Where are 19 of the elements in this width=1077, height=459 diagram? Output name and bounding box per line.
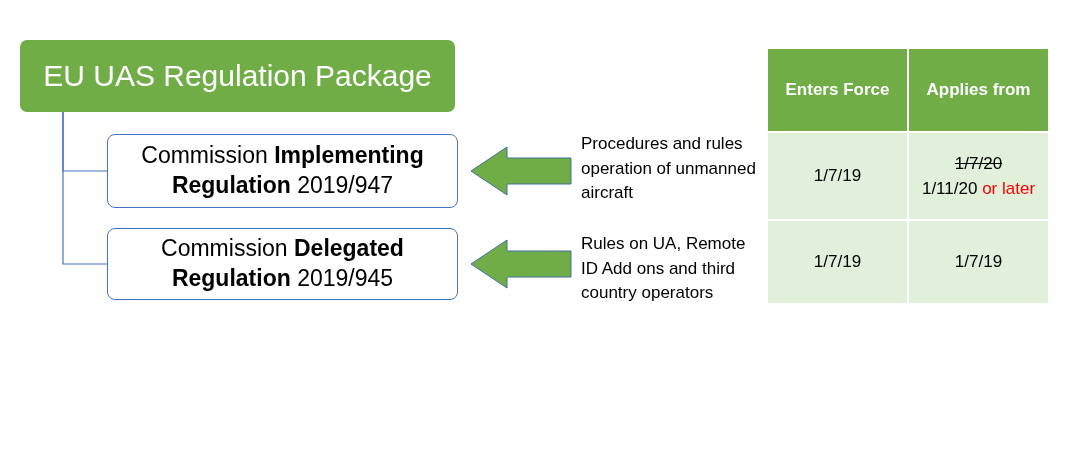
column-header: Applies from [926,80,1031,100]
block-arrow [470,239,572,289]
description-text: Rules on UA, Remote ID Add ons and third country operators [581,232,761,336]
block-arrow [470,146,572,196]
title-box [20,40,455,112]
connector-line [62,111,108,265]
column-header: Enters Force [785,80,890,100]
date-text: 1/7/19 [813,252,862,272]
regulation-box [107,134,458,208]
regulation-text: Commission Delegated Regulation 2019/945 [160,234,405,293]
note-text: or later [982,179,1036,198]
date-text: 1/7/19 [813,166,862,186]
title-text: EU UAS Regulation Package [43,59,432,93]
struck-date: 1/7/20 [954,153,1003,173]
date-text: 1/11/20 [921,179,978,198]
date-text: 1/7/19 [954,252,1003,272]
description-text: Procedures and rules operation of unmanned aircraft [581,132,761,212]
regulation-box [107,228,458,300]
regulation-text: Commission Implementing Regulation 2019/947 [140,141,425,200]
